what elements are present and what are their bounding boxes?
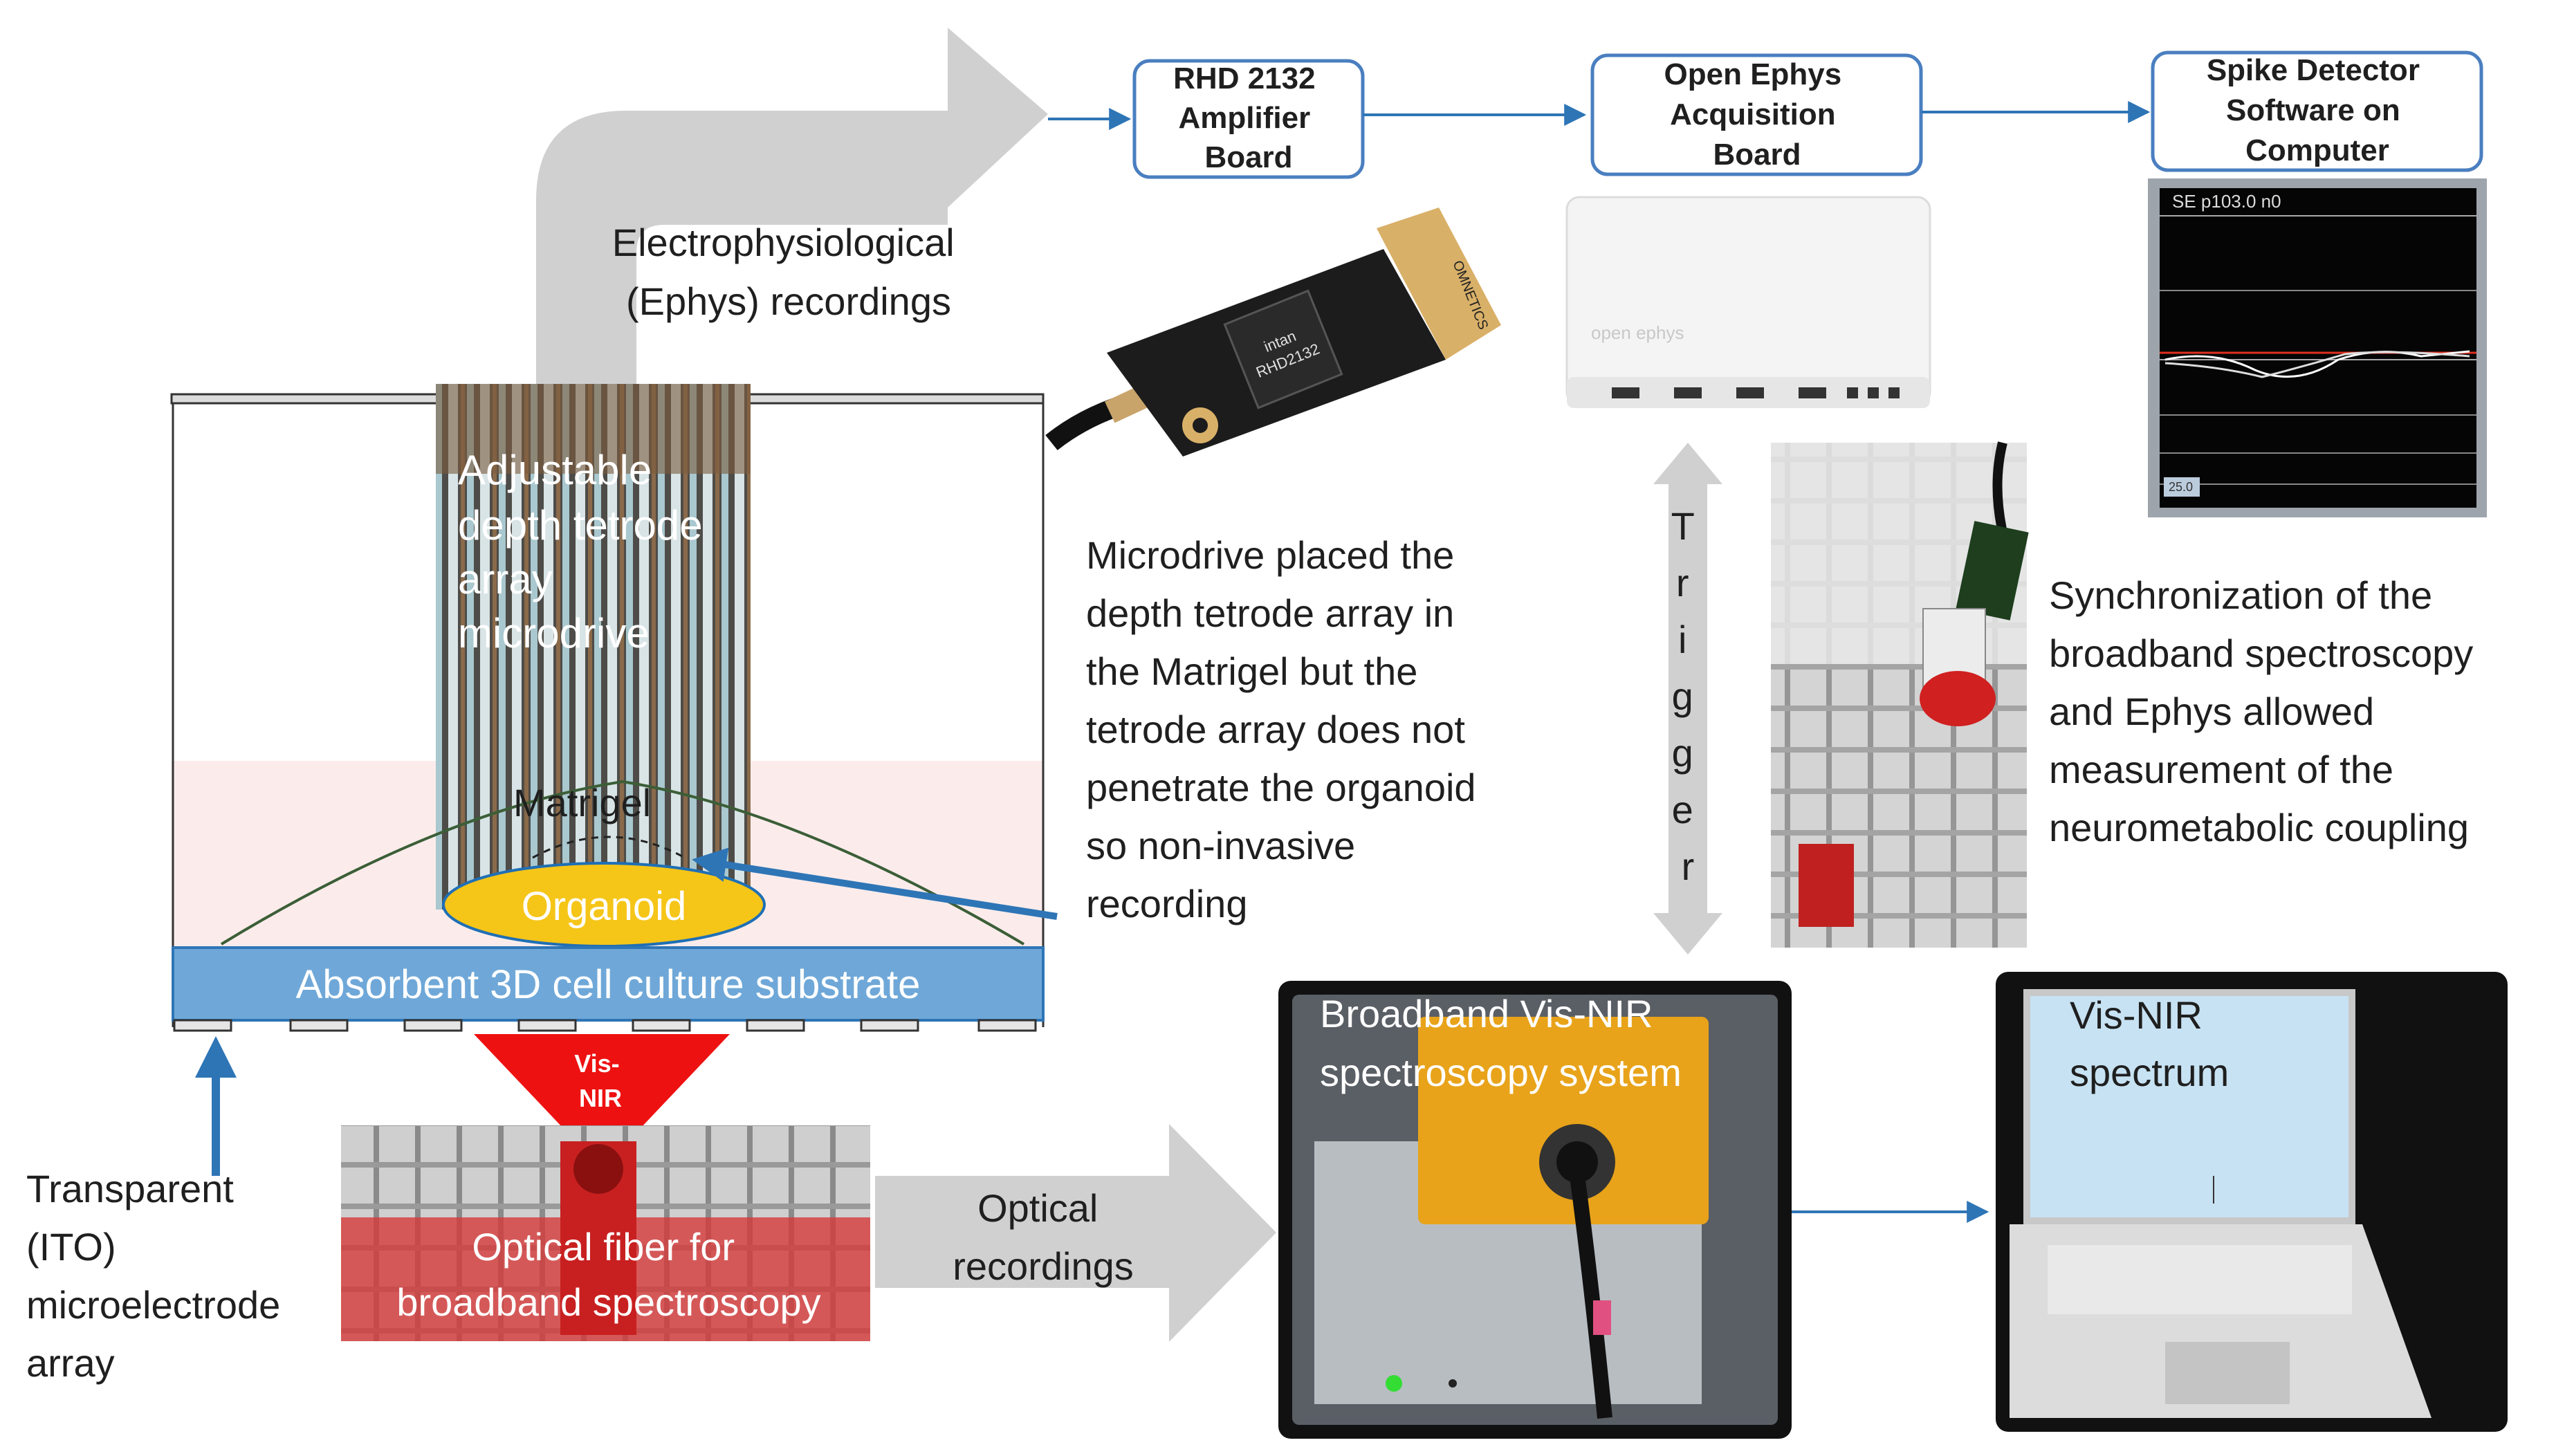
matrigel-label: Matrigel <box>513 781 651 824</box>
optical-label: Optical recordings <box>953 1186 1133 1288</box>
svg-text:RHD 2132 Amplifier: RHD 2132 Amplifier Board <box>1173 62 1324 174</box>
optical-fiber-label: Optical fiber for broadband spectroscopy <box>396 1225 820 1324</box>
acquisition-box: Open Ephys Acquisition Board <box>1590 53 1923 176</box>
laptop-photo <box>1996 972 2508 1432</box>
spike-detector-screen: SE p103.0 n0 25.0 <box>2148 178 2487 517</box>
organoid-label: Organoid <box>522 884 687 929</box>
spike-box: Spike Detector Software on Computer <box>2151 50 2483 172</box>
svg-text:25.0: 25.0 <box>2169 480 2193 494</box>
tetrode-label: Adjustable depth tetrode array microdriv… <box>458 447 714 656</box>
svg-text:SE p103.0 n0: SE p103.0 n0 <box>2172 191 2281 212</box>
spectroscopy-system-label: Broadband Vis-NIR spectroscopy system <box>1320 992 1682 1094</box>
microdrive-note-arrow <box>692 847 1058 920</box>
microdrive-note: Microdrive placed the depth tetrode arra… <box>1086 533 1487 925</box>
ito-label: Transparent (ITO) microelectrode array <box>26 1167 291 1385</box>
amplifier-box: RHD 2132 Amplifier Board <box>1132 59 1365 179</box>
amplifier-board-photo: intan RHD2132 OMNETICS <box>1045 208 1501 457</box>
optical-fiber-photo <box>341 1125 870 1341</box>
substrate-bar <box>172 946 1045 1022</box>
spectroscopy-system-photo <box>1278 981 1792 1439</box>
vis-nir-cone <box>474 1034 730 1169</box>
sync-note: Synchronization of the broadband spectro… <box>2049 573 2484 849</box>
electrode-tabs <box>173 1019 1037 1032</box>
svg-text:Open Ephys Acquisition: Open Ephys Acquisition Board <box>1664 57 1850 172</box>
vis-nir-cone-label: Vis- NIR <box>574 1049 626 1112</box>
ephys-label: Electrophysiological (Ephys) recordings <box>612 221 965 323</box>
svg-text:Spike Detector Software: Spike Detector Software on Computer <box>2207 53 2428 167</box>
matrigel-dome <box>220 780 1025 946</box>
optical-flow-arrow <box>875 1124 1276 1342</box>
acquisition-board-photo: open ephys <box>1565 196 1931 408</box>
svg-text:open ephys: open ephys <box>1591 322 1684 343</box>
spectrum-label: Vis-NIR spectrum <box>2070 993 2229 1094</box>
trigger-label: T r i g g e r <box>1671 504 1705 888</box>
ephys-flow-arrow <box>536 28 1048 387</box>
tetrode-array-photo <box>436 384 751 910</box>
trigger-arrow <box>1653 443 1722 955</box>
setup-photo <box>1771 441 2029 948</box>
substrate-label: Absorbent 3D cell culture substrate <box>296 962 921 1007</box>
organoid-dashed-outline <box>532 836 686 859</box>
